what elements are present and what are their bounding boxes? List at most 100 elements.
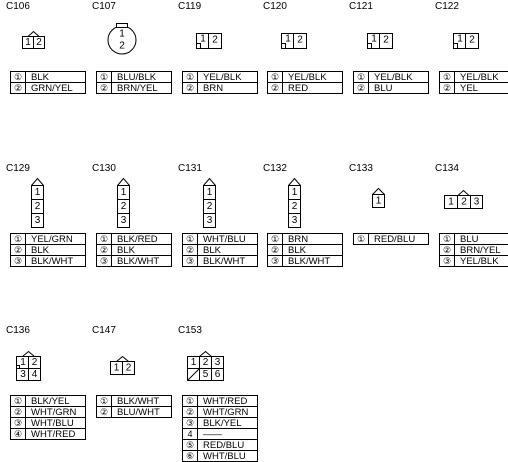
pin-number: ① [97, 396, 112, 407]
wire-color: BLK/WHT [112, 396, 172, 407]
wire-color: BLK/WHT [198, 256, 258, 267]
wire-color: BLK/YEL [198, 418, 258, 429]
pin-number: ② [11, 83, 26, 94]
pin-number: ② [183, 245, 198, 256]
pin-number: ① [183, 396, 198, 407]
pin-cell-2: 2 [297, 35, 303, 46]
wire-color: WHT/BLU [198, 234, 258, 245]
pin-cell-3: 3 [20, 369, 26, 380]
pin-cell-1: 1 [114, 363, 120, 374]
wire-color: YEL/BLK [283, 72, 343, 83]
pin-number: ③ [440, 256, 455, 267]
connector-id: C119 [178, 2, 201, 12]
wire-color: WHT/BLU [26, 418, 86, 429]
wire-color: BLK [26, 72, 86, 83]
pin-number: ① [11, 72, 26, 83]
wire-color: YEL/GRN [26, 234, 86, 245]
pin-cell-3: 3 [292, 215, 298, 226]
connector-id: C129 [6, 164, 30, 174]
pin-cell-1: 1 [207, 187, 213, 198]
pin-number: ① [97, 72, 112, 83]
pin-number: ① [11, 396, 26, 407]
connector-face-drawing: 123 [117, 178, 131, 229]
wire-color: BLK/YEL [26, 396, 86, 407]
pin-cell-2: 2 [121, 201, 127, 212]
wire-color: BLK/WHT [112, 256, 172, 267]
wire-color: YEL/BLK [369, 72, 429, 83]
wire-color: BLU/BLK [112, 72, 172, 83]
pin-cell-3: 3 [35, 215, 41, 226]
wire-color: WHT/RED [198, 396, 258, 407]
pin-number: ② [183, 83, 198, 94]
pin-cell-1: 1 [376, 196, 382, 207]
wire-color: BRN [283, 234, 343, 245]
pin-cell-2: 2 [203, 357, 209, 368]
connector-id: C153 [178, 326, 202, 336]
pin-cell-2: 2 [32, 357, 38, 368]
wire-color: BLK [26, 245, 86, 256]
pin-cell-2: 2 [383, 35, 389, 46]
pin-cell-1: 1 [119, 29, 125, 40]
pin-number: ② [11, 245, 26, 256]
pin-number: ③ [97, 256, 112, 267]
pin-number: ① [11, 234, 26, 245]
pin-number: ③ [183, 418, 198, 429]
pin-number: ② [268, 245, 283, 256]
pin-number: ② [354, 83, 369, 94]
wire-color: —— [198, 429, 258, 440]
connector-id: C120 [263, 2, 287, 12]
wire-color: YEL [455, 83, 508, 94]
pin-cell-2: 2 [35, 201, 41, 212]
connector-id: C131 [178, 164, 202, 174]
pin-number: ⑥ [183, 451, 198, 462]
pin-cell-2: 2 [207, 201, 213, 212]
connector-id: C134 [435, 164, 459, 174]
connector-face-drawing: 123 [203, 178, 217, 229]
connector-face-drawing: 1 2 3 [31, 178, 45, 229]
pin-number: ② [440, 245, 455, 256]
pin-number: ① [268, 234, 283, 245]
pin-number: ② [97, 83, 112, 94]
wire-color: BLU [369, 83, 429, 94]
pin-cell-2: 2 [212, 35, 218, 46]
pin-number: ② [97, 407, 112, 418]
pin-number: ① [183, 72, 198, 83]
pin-number: ② [268, 83, 283, 94]
pin-cell-1: 1 [35, 187, 41, 198]
